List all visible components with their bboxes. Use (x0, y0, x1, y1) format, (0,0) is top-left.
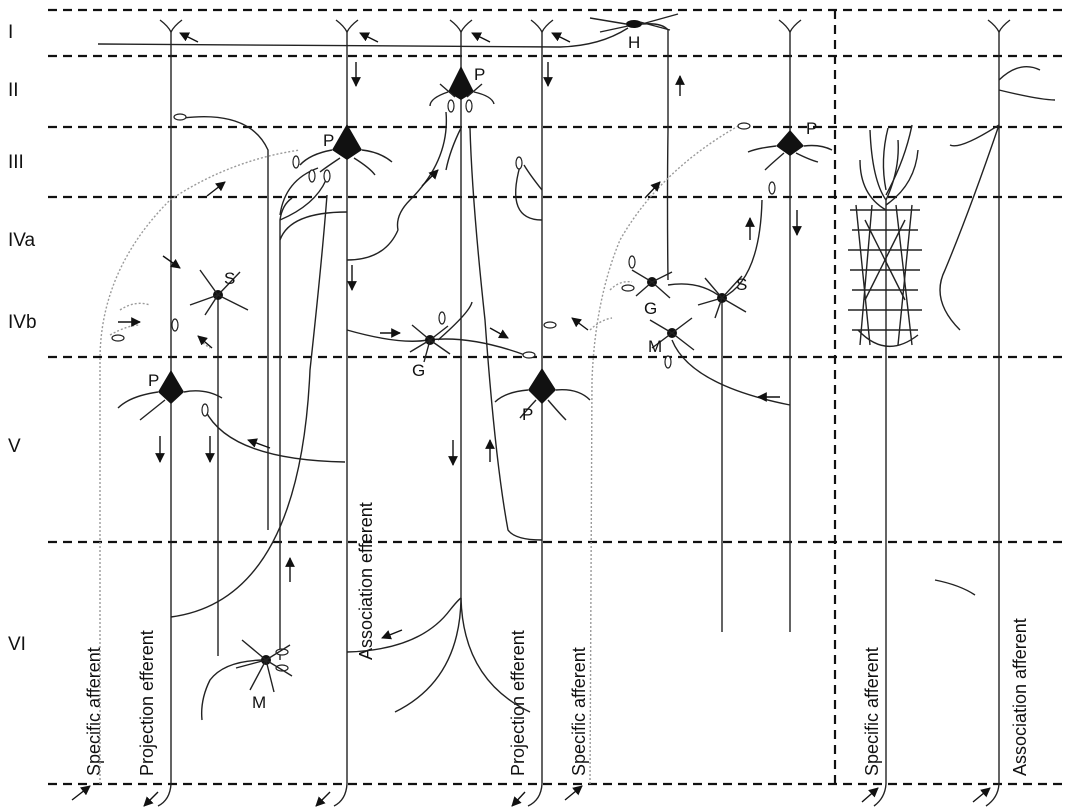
layer-label-iva: IVa (8, 230, 36, 251)
pyramidal-cell-layer-v-left (117, 370, 223, 421)
martinotti-cell-left (235, 639, 293, 693)
horizontal-cell (589, 13, 679, 33)
label-p-layer-iii-left: P (323, 131, 334, 150)
layer-label-i: I (8, 22, 13, 43)
fiber-label-specific-afferent-mid: Specific afferent (569, 647, 589, 776)
label-g-center: G (412, 361, 425, 380)
label-m-left: M (252, 693, 266, 712)
fiber-label-projection-efferent-left: Projection efferent (137, 630, 157, 776)
label-p-layer-iii-right: P (806, 119, 817, 138)
granule-cell-right (631, 269, 673, 299)
pyramidal-cell-layer-iii-right (747, 130, 833, 171)
pyramidal-cell-layer-ii (429, 66, 495, 107)
fiber-label-specific-afferent-left: Specific afferent (84, 647, 104, 776)
label-m-right: M (648, 337, 662, 356)
horizontal-cell-axon (97, 23, 669, 281)
label-g-right: G (644, 299, 657, 318)
cell-labels: H P P P S S G G M P P M (148, 33, 817, 712)
cell-bodies (117, 13, 833, 693)
layer-label-ii: II (8, 80, 19, 101)
stellate-cell-left (189, 269, 249, 316)
label-p-layer-ii: P (474, 65, 485, 84)
direction-arrows (71, 32, 991, 807)
pyramidal-cell-layer-v-right (494, 368, 591, 421)
fiber-labels: Specific afferent Projection efferent As… (84, 502, 1030, 776)
label-h: H (628, 33, 640, 52)
fiber-label-association-afferent: Association afferent (1010, 618, 1030, 776)
fiber-label-association-efferent: Association efferent (356, 502, 376, 660)
granule-cell-center (409, 324, 451, 363)
layer-labels: I II III IVa IVb V VI (8, 22, 37, 655)
pyramidal-cell-layer-iii-left (299, 124, 393, 176)
layer-boundaries (48, 8, 1068, 786)
label-s-left: S (224, 269, 235, 288)
layer-label-v: V (8, 436, 21, 457)
layer-label-vi: VI (8, 634, 26, 655)
afferent-collaterals (99, 124, 741, 785)
fiber-label-projection-efferent-right: Projection efferent (508, 630, 528, 776)
afferent-arbor (848, 124, 922, 350)
layer-label-iii: III (8, 152, 24, 173)
martinotti-cell-right (649, 317, 695, 351)
apical-tufts (159, 19, 1011, 34)
label-p-layer-v-left: P (148, 371, 159, 390)
label-s-right: S (736, 275, 747, 294)
fiber-label-specific-afferent-right: Specific afferent (862, 647, 882, 776)
stellate-cell-right (697, 275, 747, 319)
label-p-layer-v-right: P (522, 405, 533, 424)
connection-curves (170, 66, 1056, 721)
layer-label-ivb: IVb (8, 312, 37, 333)
boutons (111, 99, 776, 672)
